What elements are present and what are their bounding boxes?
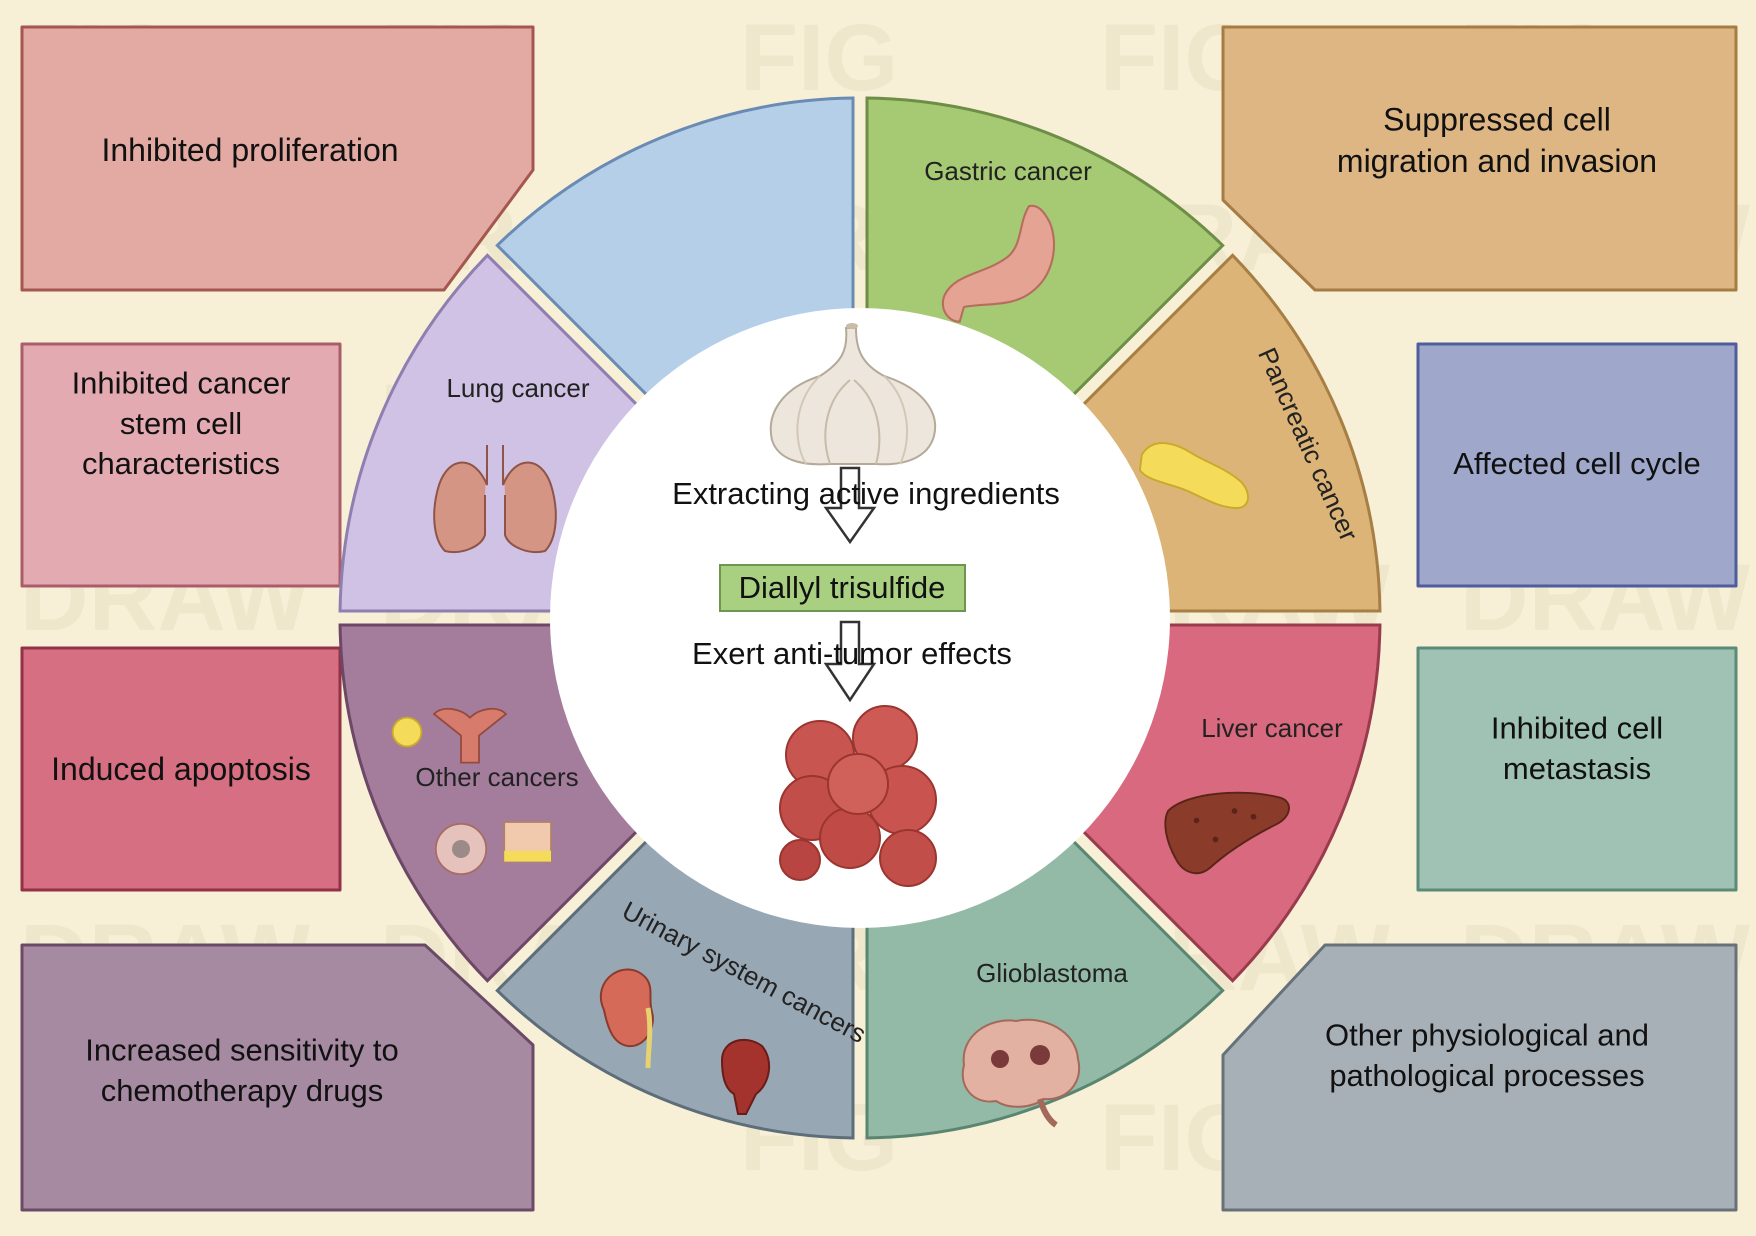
compound-box — [719, 564, 966, 612]
outcome-box: Inhibited proliferation — [20, 25, 535, 292]
outcome-boxes: Inhibited proliferation Suppressed cell mi… — [20, 25, 1738, 1212]
outcome-box-label: Increased sensitivity to — [85, 1033, 399, 1068]
outcome-box-shape — [1416, 342, 1738, 588]
brain-icon — [961, 1018, 1081, 1128]
pancreas-icon — [1138, 442, 1249, 509]
outcome-box-label: stem cell — [120, 406, 242, 441]
step-effect-label: Exert anti-tumor effects — [692, 636, 1012, 671]
outcome-box: Other physiological and pathological proc… — [1221, 943, 1738, 1212]
outcome-box-label: Other physiological and — [1325, 1018, 1649, 1053]
sector-label: Other cancers — [415, 762, 578, 792]
sector-label: Gastric cancer — [924, 156, 1092, 186]
outcome-box-label: Inhibited proliferation — [101, 132, 398, 168]
outcome-box-shape — [1416, 646, 1738, 892]
down-arrow-icon — [823, 620, 877, 703]
outcome-box-label: Inhibited cell — [1491, 711, 1663, 746]
outcome-box: Inhibited cancer stem cell characteristics — [20, 342, 342, 588]
compound-label: Diallyl trisulfide — [739, 570, 946, 605]
center-circle — [550, 308, 1170, 928]
outcome-box-label: characteristics — [82, 446, 280, 481]
outcome-box-label: migration and invasion — [1337, 143, 1657, 179]
outcome-box-label: Suppressed cell — [1383, 101, 1611, 137]
outcome-box: Increased sensitivity to chemotherapy dru… — [20, 943, 535, 1212]
sector-label: Glioblastoma — [976, 958, 1128, 988]
outcome-box-shape — [20, 943, 535, 1212]
outcome-box-label: Affected cell cycle — [1453, 446, 1701, 481]
outcome-box-label: pathological processes — [1329, 1058, 1644, 1093]
outcome-box-label: Induced apoptosis — [51, 751, 311, 787]
stomach-icon — [941, 204, 1056, 323]
outcome-box-shape — [20, 25, 535, 292]
lungs-icon — [433, 445, 557, 553]
outcome-box-label: metastasis — [1503, 751, 1651, 786]
outcome-box-shape — [20, 646, 342, 892]
outcome-box-label: chemotherapy drugs — [101, 1073, 384, 1108]
outcome-box-shape — [1221, 943, 1738, 1212]
outcome-box: Suppressed cell migration and invasion — [1221, 25, 1738, 292]
outcome-box: Inhibited cell metastasis — [1416, 646, 1738, 892]
reproductive-skin-icon — [391, 707, 552, 876]
outcome-box-shape — [1221, 25, 1738, 292]
kidney-bladder-icon — [599, 968, 771, 1115]
tumor-cluster-icon — [779, 705, 937, 887]
sector-label: Liver cancer — [1201, 713, 1343, 743]
down-arrow-icon — [823, 466, 877, 545]
step-extract-label: Extracting active ingredients — [672, 476, 1060, 511]
liver-icon — [1164, 791, 1290, 875]
outcome-box: Affected cell cycle — [1416, 342, 1738, 588]
outcome-box-label: Inhibited cancer — [72, 366, 291, 401]
garlic-icon — [769, 323, 937, 466]
watermark-text: FIG — [740, 5, 898, 111]
outcome-box: Induced apoptosis — [20, 646, 342, 892]
sector-label: Lung cancer — [446, 373, 589, 403]
